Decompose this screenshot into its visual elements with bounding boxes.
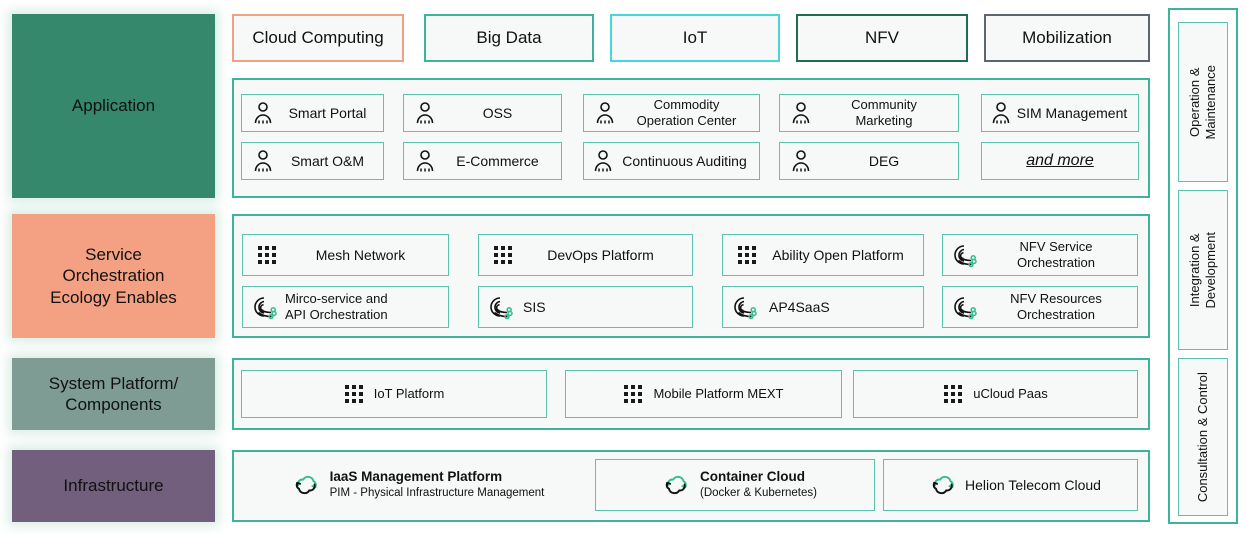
app-tile-label: Commodity Operation Center — [636, 97, 737, 128]
app-tile-label: Smart Portal — [288, 104, 367, 121]
layer-label-text: Service Orchestration Ecology Enables — [50, 245, 177, 307]
category-tab-label: Cloud Computing — [252, 28, 384, 47]
app-tile-label: Community Marketing — [851, 97, 917, 128]
app-tile-label: E-Commerce — [456, 152, 539, 169]
category-tab-big-data[interactable]: Big Data — [424, 14, 594, 62]
svc-tile-label: Mirco-service and API Orchestration — [285, 291, 388, 322]
orchestration-icon — [251, 294, 279, 320]
sys-tile-label: uCloud Paas — [973, 386, 1048, 402]
svc-tile-nfv-resources-orchestration[interactable]: NFV Resources Orchestration — [942, 286, 1138, 328]
svc-tile-label: Ability Open Platform — [772, 246, 904, 263]
category-tab-nfv[interactable]: NFV — [796, 14, 968, 62]
orchestration-icon — [487, 294, 515, 320]
sidebar-panel-consultation-control[interactable]: Consultation & Control — [1178, 358, 1228, 516]
app-tile-label: SIM Management — [1016, 104, 1128, 121]
category-tab-label: IoT — [682, 28, 708, 47]
infra-tile-title: IaaS Management Platform — [329, 469, 503, 485]
category-tab-mobilization[interactable]: Mobilization — [984, 14, 1150, 62]
person-icon — [788, 100, 814, 126]
sidebar-panel-operation-maintenance[interactable]: Operation & Maintenance — [1178, 22, 1228, 182]
infra-tile-container-cloud[interactable]: Container Cloud (Docker & Kubernetes) — [595, 459, 875, 511]
app-tile-label: and more — [1026, 152, 1094, 170]
layer-label-text: Infrastructure — [63, 476, 164, 496]
person-icon — [788, 148, 814, 174]
app-tile-deg[interactable]: DEG — [779, 142, 959, 180]
app-tile-oss[interactable]: OSS — [403, 94, 562, 132]
dot-grid-icon — [943, 384, 963, 404]
svc-tile-ap4saas[interactable]: AP4SaaS — [722, 286, 924, 328]
dot-grid-icon — [344, 384, 364, 404]
person-icon — [412, 148, 438, 174]
dot-grid-icon — [737, 245, 757, 265]
person-icon — [250, 100, 276, 126]
app-tile-commodity-operation-center[interactable]: Commodity Operation Center — [583, 94, 760, 132]
app-tile-label: DEG — [868, 152, 900, 169]
app-tile-and-more[interactable]: and more — [981, 142, 1139, 180]
dot-grid-icon — [493, 245, 513, 265]
infra-tile-subtitle: (Docker & Kubernetes) — [700, 487, 817, 500]
cloud-icon — [661, 473, 691, 497]
svc-tile-label: NFV Resources Orchestration — [1010, 291, 1102, 322]
layer-label-service-orchestration: Service Orchestration Ecology Enables — [12, 214, 215, 338]
app-tile-label: Smart O&M — [290, 152, 365, 169]
app-tile-label: OSS — [482, 104, 513, 121]
category-tab-label: Big Data — [476, 28, 542, 47]
svc-tile-label: AP4SaaS — [769, 298, 830, 315]
category-tab-label: NFV — [865, 28, 899, 47]
svc-tile-label: SIS — [523, 298, 546, 315]
person-icon — [250, 148, 276, 174]
dot-grid-icon — [257, 245, 277, 265]
sidebar-panel-label: Integration & Development — [1186, 231, 1219, 309]
infra-tile-iaas-management-platform[interactable]: IaaS Management Platform PIM - Physical … — [236, 454, 591, 516]
cloud-icon — [291, 473, 321, 497]
app-tile-sim-management[interactable]: SIM Management — [981, 94, 1139, 132]
person-icon — [592, 100, 618, 126]
dot-grid-icon — [623, 384, 643, 404]
layer-label-text: System Platform/ Components — [48, 373, 179, 414]
app-tile-smart-portal[interactable]: Smart Portal — [241, 94, 384, 132]
svc-tile-sis[interactable]: SIS — [478, 286, 693, 328]
svc-tile-label: NFV Service Orchestration — [1016, 239, 1096, 270]
person-icon — [590, 148, 616, 174]
infra-tile-title: Container Cloud — [700, 469, 806, 485]
svc-tile-label: Mesh Network — [315, 246, 406, 263]
layer-label-infrastructure: Infrastructure — [12, 450, 215, 522]
cloud-icon — [928, 473, 958, 497]
sys-tile-iot-platform[interactable]: IoT Platform — [241, 370, 547, 418]
svc-tile-label: DevOps Platform — [547, 246, 654, 263]
category-tab-label: Mobilization — [1022, 28, 1112, 47]
app-tile-smart-o-and-m[interactable]: Smart O&M — [241, 142, 384, 180]
sys-tile-label: Mobile Platform MEXT — [653, 386, 784, 402]
app-tile-e-commerce[interactable]: E-Commerce — [403, 142, 562, 180]
svc-tile-micro-service-api-orchestration[interactable]: Mirco-service and API Orchestration — [242, 286, 449, 328]
infra-tile-helion-telecom-cloud[interactable]: Helion Telecom Cloud — [883, 459, 1138, 511]
sidebar-panel-label: Consultation & Control — [1194, 371, 1210, 503]
layer-label-system-platform: System Platform/ Components — [12, 358, 215, 430]
person-icon — [412, 100, 438, 126]
sidebar-panel-integration-development[interactable]: Integration & Development — [1178, 190, 1228, 350]
orchestration-icon — [731, 294, 759, 320]
app-tile-community-marketing[interactable]: Community Marketing — [779, 94, 959, 132]
layer-label-text: Application — [71, 96, 156, 116]
app-tile-label: Continuous Auditing — [622, 152, 747, 169]
person-icon — [988, 100, 1014, 126]
sys-tile-label: IoT Platform — [373, 386, 445, 402]
svc-tile-mesh-network[interactable]: Mesh Network — [242, 234, 449, 276]
orchestration-icon — [951, 242, 979, 268]
app-tile-continuous-auditing[interactable]: Continuous Auditing — [583, 142, 760, 180]
infra-tile-subtitle: PIM - Physical Infrastructure Management — [329, 487, 545, 500]
category-tab-cloud-computing[interactable]: Cloud Computing — [232, 14, 404, 62]
sys-tile-mobile-platform-mext[interactable]: Mobile Platform MEXT — [565, 370, 842, 418]
category-tab-iot[interactable]: IoT — [610, 14, 780, 62]
sidebar-panel-label: Operation & Maintenance — [1186, 64, 1219, 140]
svc-tile-devops-platform[interactable]: DevOps Platform — [478, 234, 693, 276]
svc-tile-nfv-service-orchestration[interactable]: NFV Service Orchestration — [942, 234, 1138, 276]
layer-label-application: Application — [12, 14, 215, 198]
infra-tile-title: Helion Telecom Cloud — [965, 476, 1101, 493]
svc-tile-ability-open-platform[interactable]: Ability Open Platform — [722, 234, 924, 276]
sys-tile-ucloud-paas[interactable]: uCloud Paas — [853, 370, 1138, 418]
orchestration-icon — [951, 294, 979, 320]
